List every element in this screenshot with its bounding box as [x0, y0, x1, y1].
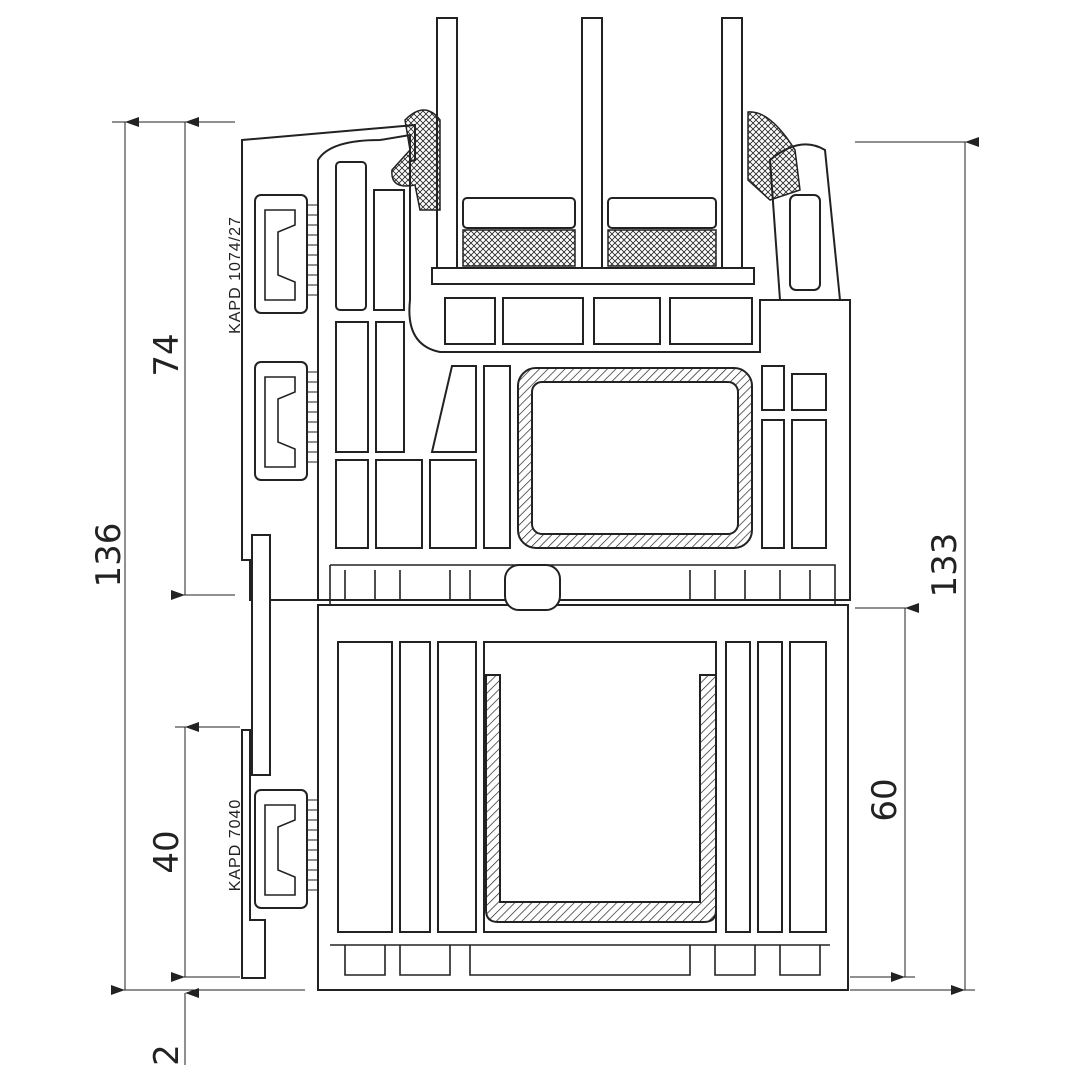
dimension-2: 2	[147, 1044, 187, 1066]
frame-profile	[317, 564, 849, 991]
sash-reinforcement	[517, 367, 753, 549]
lower-gasket-label: KAPD 7040	[227, 799, 244, 892]
upper-gasket-label: KAPD 1074/27	[227, 216, 244, 334]
dimension-74: 74	[147, 333, 187, 376]
glazing	[431, 17, 755, 285]
seals	[391, 109, 801, 211]
dimension-40: 40	[147, 830, 187, 873]
dimension-136: 136	[89, 523, 129, 588]
upper-gasket	[254, 194, 319, 481]
frame-reinforcement	[485, 674, 717, 923]
lower-gasket	[241, 534, 319, 979]
dimension-133: 133	[925, 533, 965, 598]
dimension-lines	[111, 117, 979, 1065]
dimension-60: 60	[865, 778, 905, 821]
